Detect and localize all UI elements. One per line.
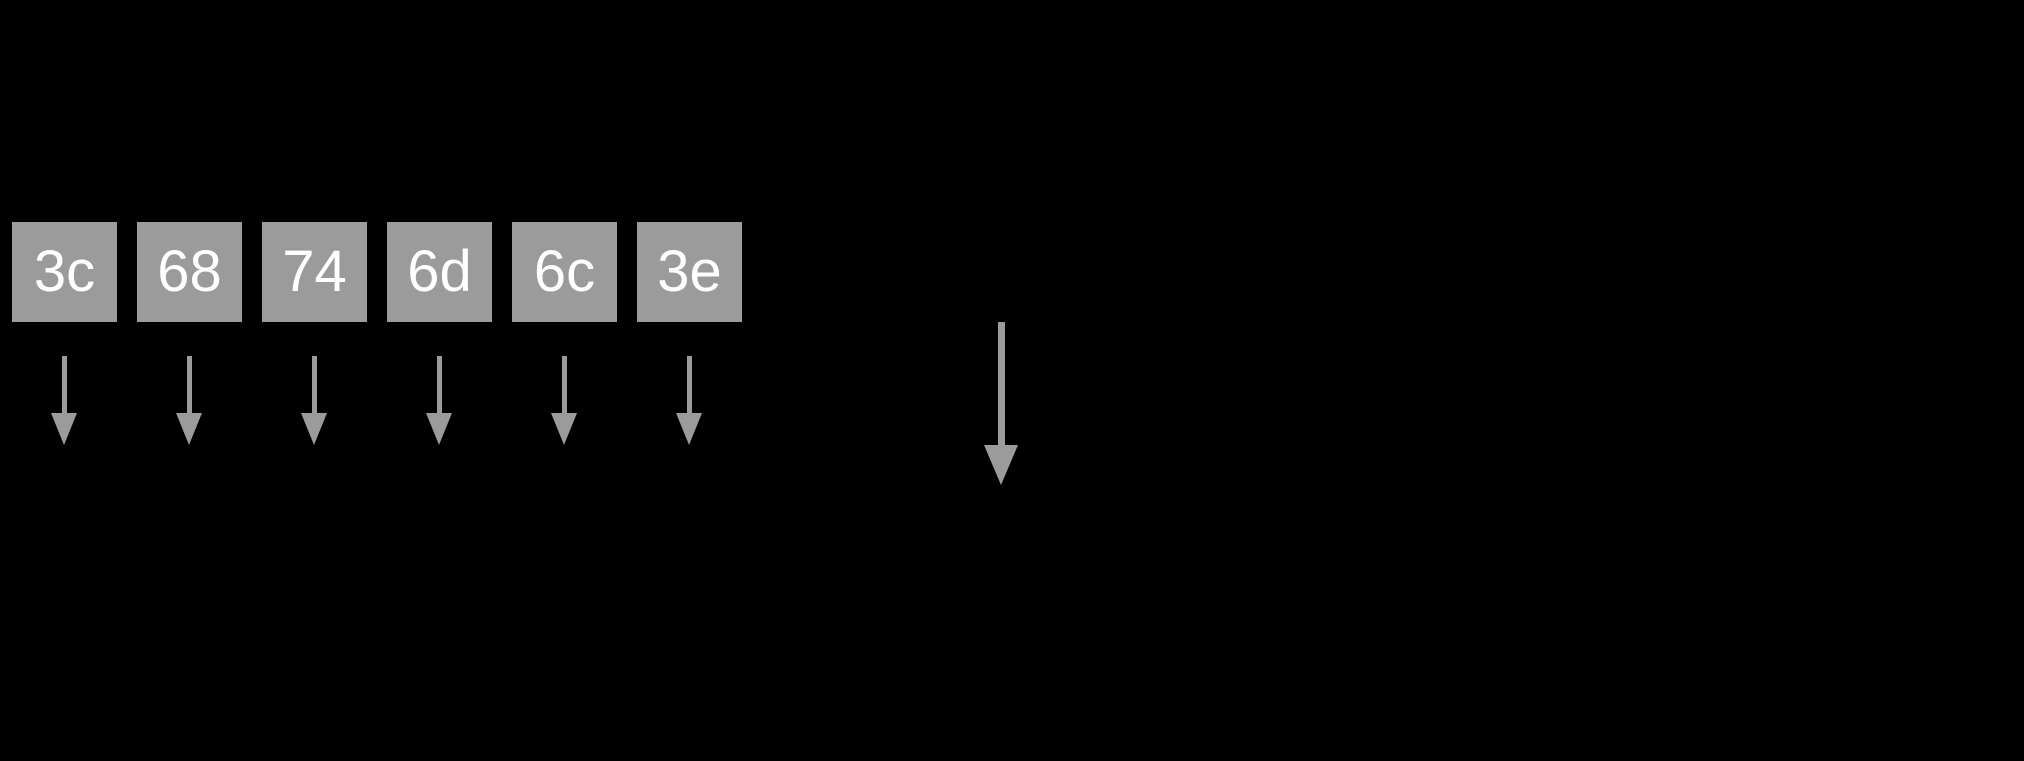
arrow-head [676,413,702,445]
arrow-shaft [61,356,67,413]
down-arrow-icon [301,356,327,445]
arrow-head [176,413,202,445]
arrow-head [301,413,327,445]
down-arrow-icon [551,356,577,445]
byte-cell[interactable]: 3c [12,222,117,322]
down-arrow-icon [426,356,452,445]
down-arrow-icon [176,356,202,445]
down-arrow-icon [676,356,702,445]
arrow-shaft [311,356,317,413]
arrow-head [51,413,77,445]
arrow-head [426,413,452,445]
arrow-head [551,413,577,445]
arrow-shaft [436,356,442,413]
arrow-shaft [561,356,567,413]
byte-cell[interactable]: 6c [512,222,617,322]
byte-cell[interactable]: 74 [262,222,367,322]
arrow-head [984,445,1018,485]
byte-cell[interactable]: 6d [387,222,492,322]
arrow-shaft [686,356,692,413]
arrow-shaft [186,356,192,413]
byte-sequence-row: 3c 68 74 6d 6c 3e [12,222,742,322]
byte-cell[interactable]: 3e [637,222,742,322]
down-arrow-icon [51,356,77,445]
byte-cell[interactable]: 68 [137,222,242,322]
result-down-arrow-icon [984,322,1018,485]
arrow-shaft [997,322,1005,445]
